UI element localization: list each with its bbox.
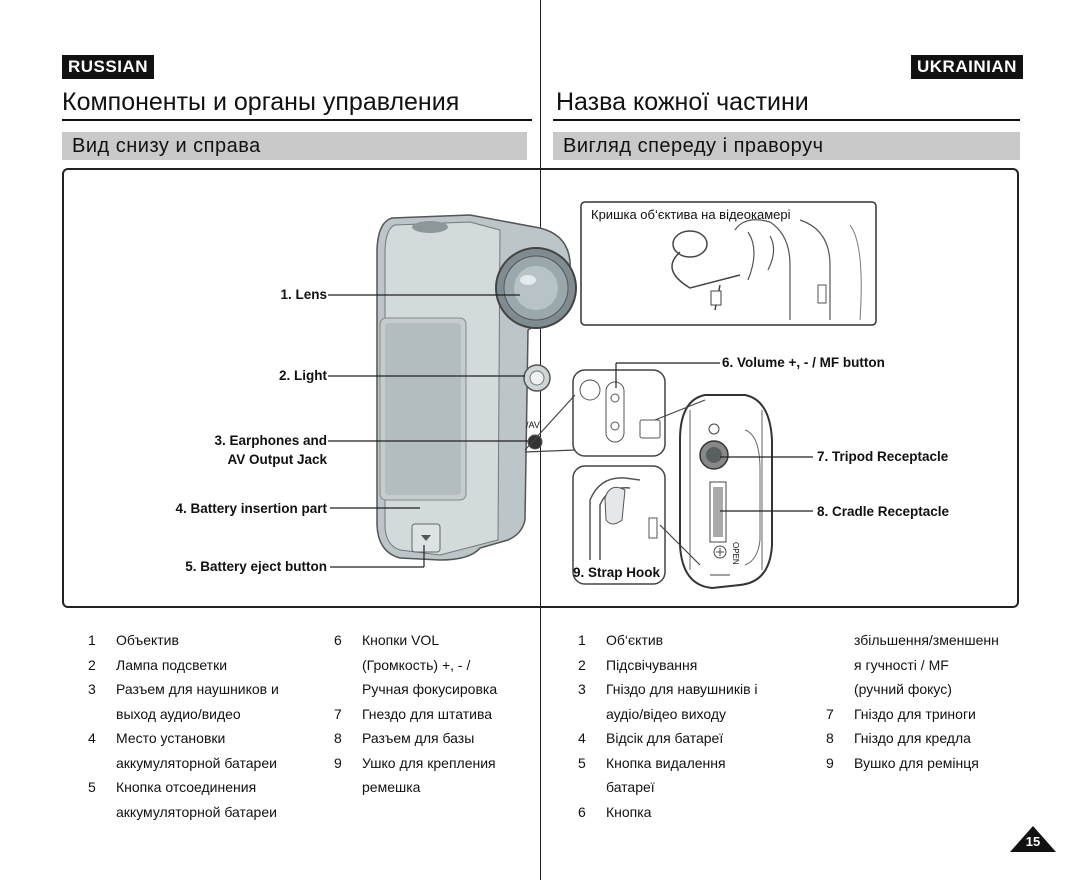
- title-rule-left: [62, 119, 532, 121]
- section-heading-ukrainian: Вигляд спереду і праворуч: [553, 132, 1020, 160]
- title-rule-right: [553, 119, 1020, 121]
- list-item-cont: Ручная фокусировка: [362, 681, 498, 697]
- ukrainian-list-col2: збільшення/зменшенн я гучності / MF (руч…: [826, 628, 999, 775]
- callout-strap-hook: 9. Strap Hook: [573, 565, 661, 580]
- camcorder-illustration: [328, 201, 877, 590]
- list-item-cont: (ручний фокус): [854, 681, 952, 697]
- lens-cap-inset: [580, 201, 877, 326]
- language-badge-ukrainian: UKRAINIAN: [911, 55, 1023, 79]
- list-item-cont: аккумуляторной батареи: [116, 754, 277, 771]
- callout-volume: 6. Volume +, - / MF button: [722, 355, 885, 370]
- callout-battery-eject: 5. Battery eject button: [185, 559, 327, 574]
- language-badge-russian: RUSSIAN: [62, 55, 155, 79]
- page-title-ukrainian: Назва кожної частини: [556, 88, 809, 116]
- page-number: 15: [1025, 834, 1041, 849]
- callout-battery-insertion: 4. Battery insertion part: [175, 501, 327, 516]
- strap-hook-detail: [572, 465, 666, 585]
- page-number-badge: [1010, 826, 1056, 852]
- list-item-cont: я гучності / MF: [854, 656, 949, 673]
- list-item-cont: аккумуляторной батареи: [116, 803, 277, 820]
- list-item-cont: выход аудио/видео: [116, 705, 241, 722]
- camera-body: [376, 214, 577, 561]
- list-item-cont: батареї: [606, 779, 655, 795]
- inset-caption: Кришка об‘єктива на відеокамері: [591, 207, 791, 222]
- open-label: OPEN: [731, 542, 740, 565]
- callout-cradle: 8. Cradle Receptacle: [817, 504, 950, 519]
- av-jack-label: /AV: [526, 420, 540, 430]
- callout-av-output: AV Output Jack: [227, 452, 327, 467]
- callout-light: 2. Light: [279, 368, 327, 383]
- section-heading-russian: Вид снизу и справа: [62, 132, 527, 160]
- list-item-cont: аудіо/відео виходу: [606, 705, 727, 722]
- list-item-cont: (Громкость) +, - /: [362, 656, 471, 673]
- callout-earphones: 3. Earphones and: [214, 433, 327, 448]
- callout-tripod: 7. Tripod Receptacle: [817, 449, 949, 464]
- figure-frame: [62, 168, 1019, 608]
- camera-bottom-view: [654, 394, 773, 590]
- callout-lines: [328, 294, 813, 568]
- list-item-cont: збільшення/зменшенн: [854, 632, 999, 648]
- list-item-cont: ремешка: [362, 779, 421, 795]
- side-buttons-detail: [524, 369, 666, 457]
- callout-lens: 1. Lens: [280, 287, 327, 302]
- page-title-russian: Компоненты и органы управления: [62, 88, 460, 116]
